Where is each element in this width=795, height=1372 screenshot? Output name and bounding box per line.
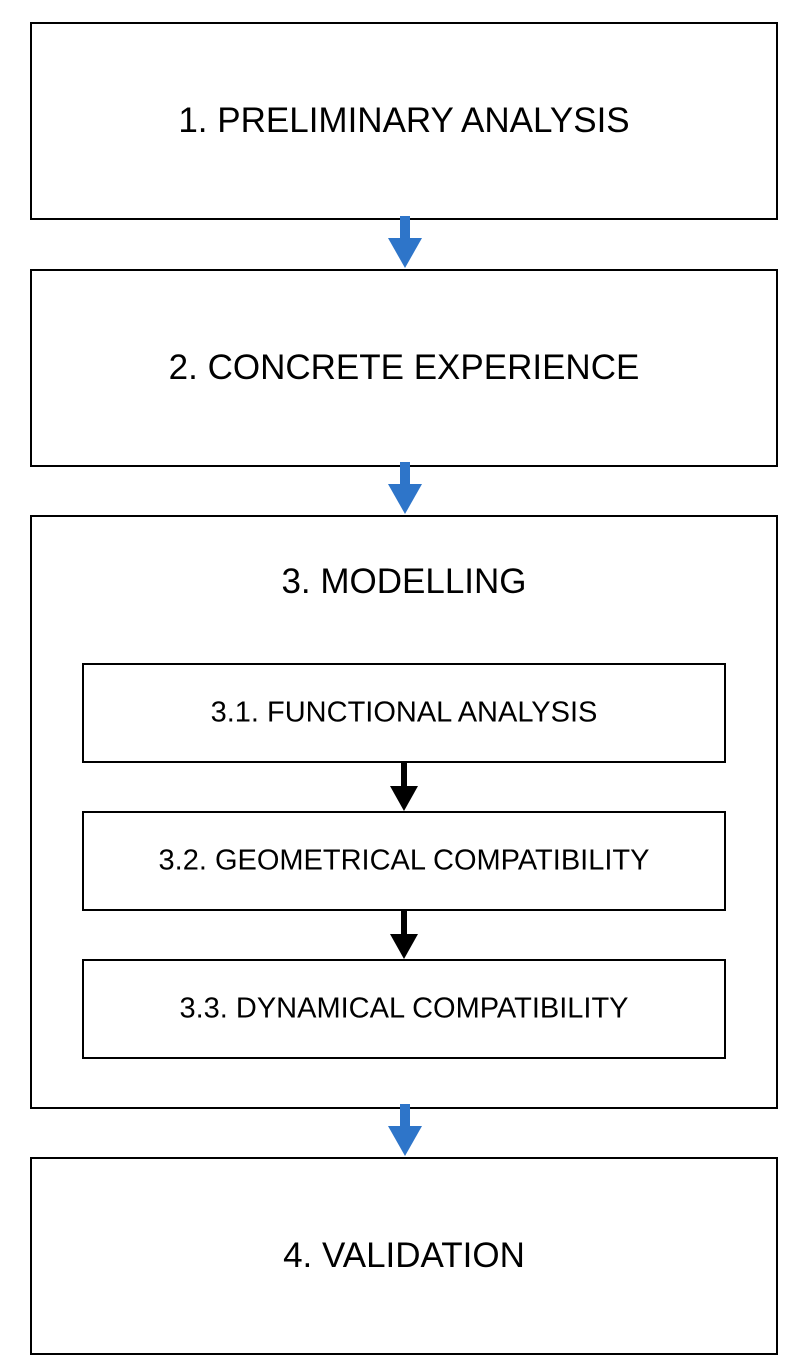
step-validation-label: 4. VALIDATION: [283, 1236, 525, 1275]
arrow-down-icon: [390, 910, 418, 959]
substep-dynamical-compatibility-label: 3.3. DYNAMICAL COMPATIBILITY: [179, 992, 629, 1025]
step-preliminary-analysis-box: 1. PRELIMINARY ANALYSIS: [30, 22, 778, 220]
substep-functional-analysis-box: 3.1. FUNCTIONAL ANALYSIS: [82, 663, 726, 763]
step-concrete-experience-label: 2. CONCRETE EXPERIENCE: [168, 348, 640, 387]
substep-functional-analysis-label: 3.1. FUNCTIONAL ANALYSIS: [210, 696, 598, 729]
step-validation-box: 4. VALIDATION: [30, 1157, 778, 1355]
arrow-down-icon: [388, 1104, 422, 1156]
substep-dynamical-compatibility-box: 3.3. DYNAMICAL COMPATIBILITY: [82, 959, 726, 1059]
arrow-down-icon: [390, 762, 418, 811]
step-preliminary-analysis-label: 1. PRELIMINARY ANALYSIS: [178, 101, 630, 140]
substep-geometrical-compatibility-box: 3.2. GEOMETRICAL COMPATIBILITY: [82, 811, 726, 911]
step-modelling-label: 3. MODELLING: [281, 562, 527, 601]
arrow-down-icon: [388, 462, 422, 514]
arrow-down-icon: [388, 216, 422, 268]
step-concrete-experience-box: 2. CONCRETE EXPERIENCE: [30, 269, 778, 467]
substep-geometrical-compatibility-label: 3.2. GEOMETRICAL COMPATIBILITY: [158, 844, 650, 877]
